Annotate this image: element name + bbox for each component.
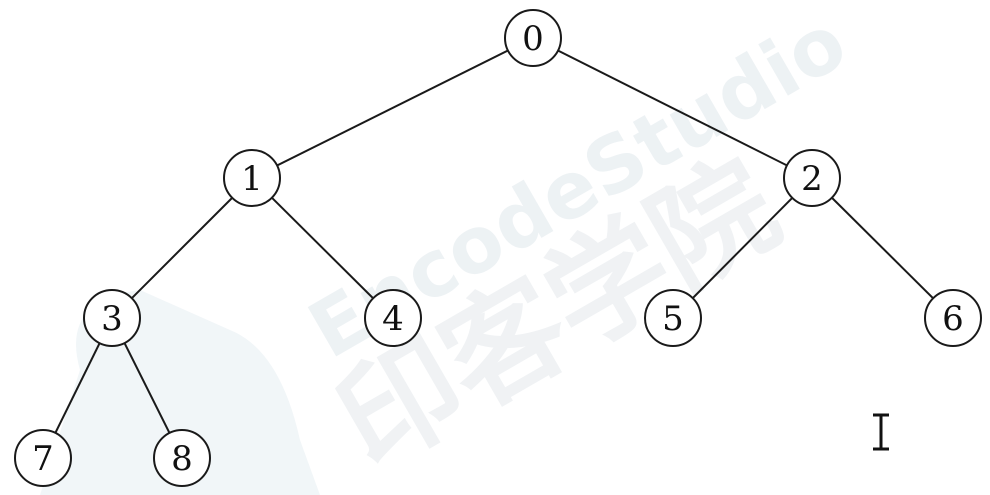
node-circle [364, 289, 422, 347]
tree-node-3: 3 [83, 289, 141, 347]
tree-nodes: 0 1 2 3 4 5 6 7 8 [14, 9, 982, 487]
node-label: 8 [171, 439, 193, 479]
node-label: 5 [662, 299, 684, 339]
tree-node-0: 0 [504, 9, 562, 67]
edge-n2-n5 [672, 177, 813, 319]
node-circle [83, 289, 141, 347]
tree-node-6: 6 [924, 289, 982, 347]
node-circle [504, 9, 562, 67]
edge-n0-n2 [532, 37, 813, 179]
tree-node-8: 8 [153, 429, 211, 487]
node-circle [644, 289, 702, 347]
node-label: 4 [382, 299, 404, 339]
node-circle [223, 149, 281, 207]
node-circle [153, 429, 211, 487]
node-label: 7 [32, 439, 54, 479]
node-label: 0 [522, 19, 544, 59]
tree-node-7: 7 [14, 429, 72, 487]
tree-node-4: 4 [364, 289, 422, 347]
node-circle [783, 149, 841, 207]
edge-n2-n6 [811, 177, 954, 319]
tree-node-1: 1 [223, 149, 281, 207]
tree-node-5: 5 [644, 289, 702, 347]
edge-n1-n3 [111, 177, 253, 319]
text-cursor-icon [873, 413, 889, 451]
node-label: 6 [942, 299, 964, 339]
edge-n0-n1 [251, 37, 534, 179]
node-label: 3 [101, 299, 123, 339]
node-label: 1 [241, 159, 263, 199]
node-circle [14, 429, 72, 487]
edge-n1-n4 [251, 177, 394, 319]
node-circle [924, 289, 982, 347]
tree-node-2: 2 [783, 149, 841, 207]
node-label: 2 [801, 159, 823, 199]
